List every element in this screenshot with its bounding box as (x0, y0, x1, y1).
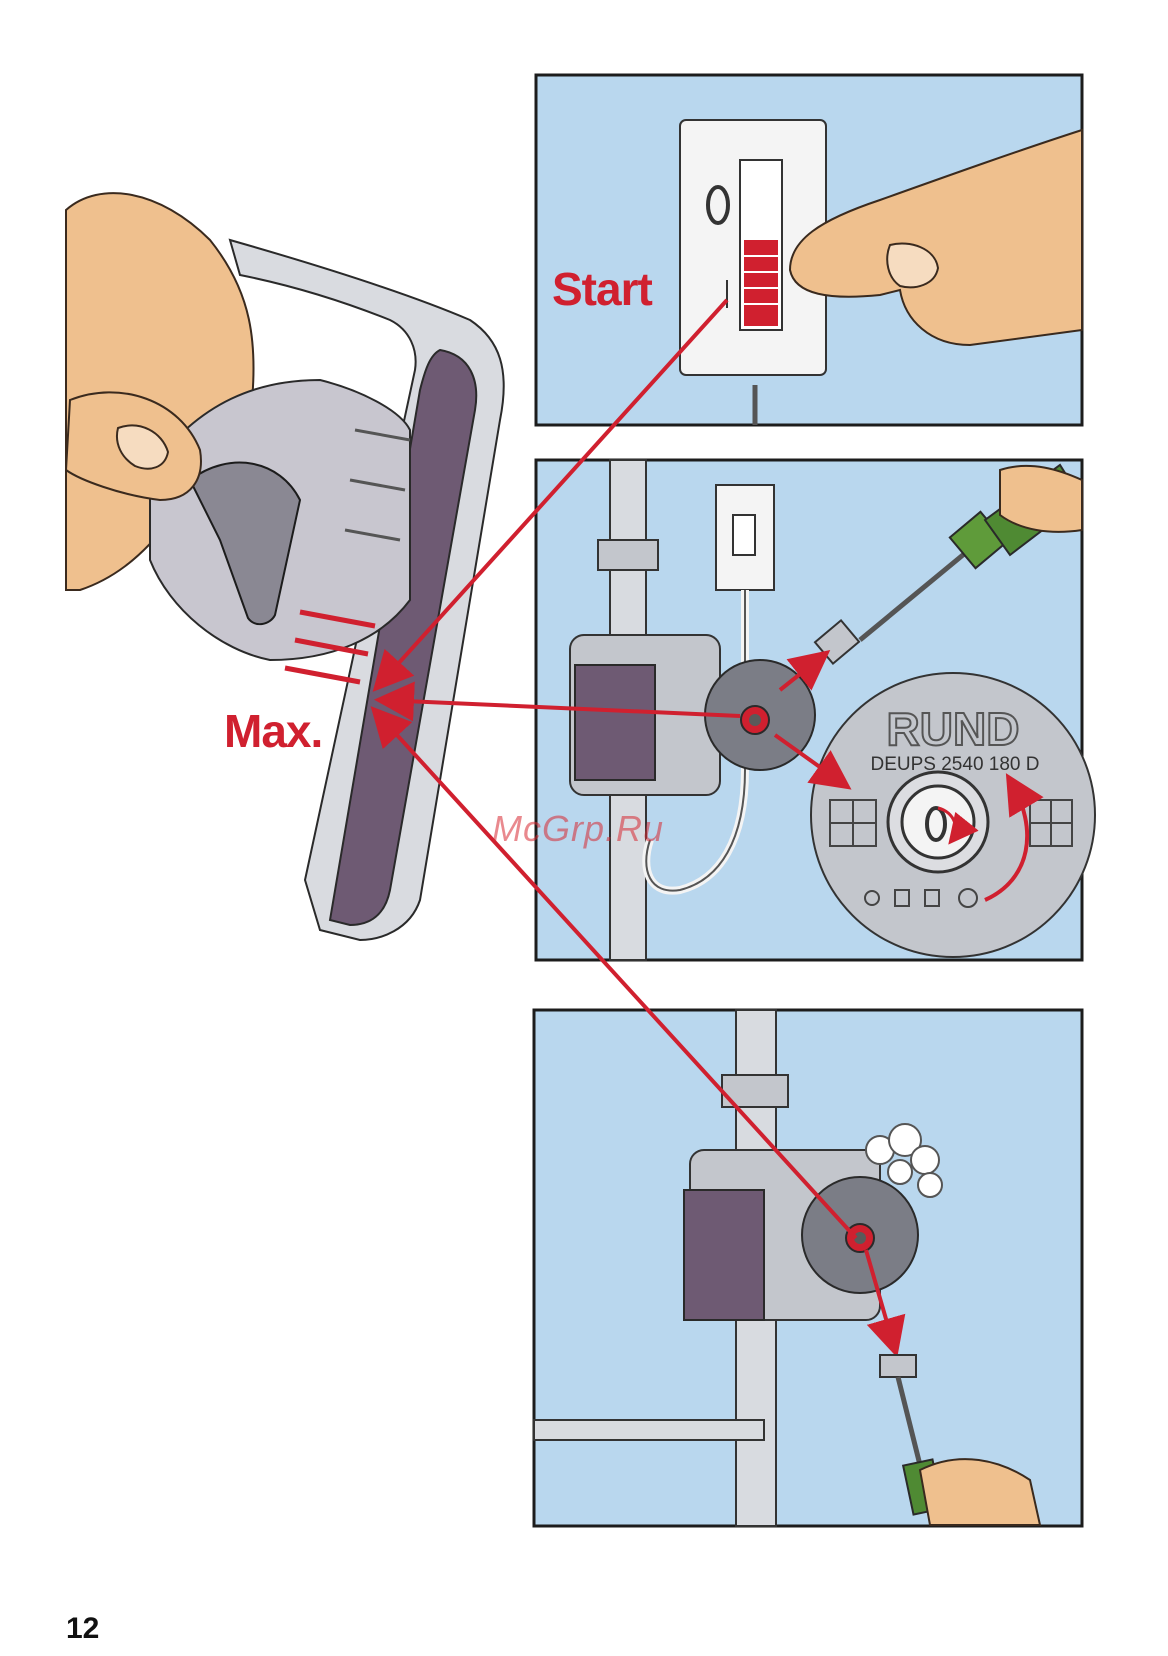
page-number: 12 (66, 1612, 99, 1646)
dial-brand-text: RUND (887, 703, 1020, 755)
pump-dial-closeup: RUND DEUPS 2540 180 D (811, 673, 1095, 957)
iron-illustration (66, 193, 504, 940)
switch-panel (536, 75, 1082, 425)
start-label: Start (552, 262, 652, 316)
dial-model-text: DEUPS 2540 180 D (871, 754, 1040, 775)
max-label: Max. (224, 704, 322, 758)
venting-panel (534, 1010, 1082, 1526)
pipe-nut-top (598, 540, 658, 570)
watermark: McGrp.Ru (492, 808, 664, 850)
switch-red-segment (744, 240, 778, 326)
